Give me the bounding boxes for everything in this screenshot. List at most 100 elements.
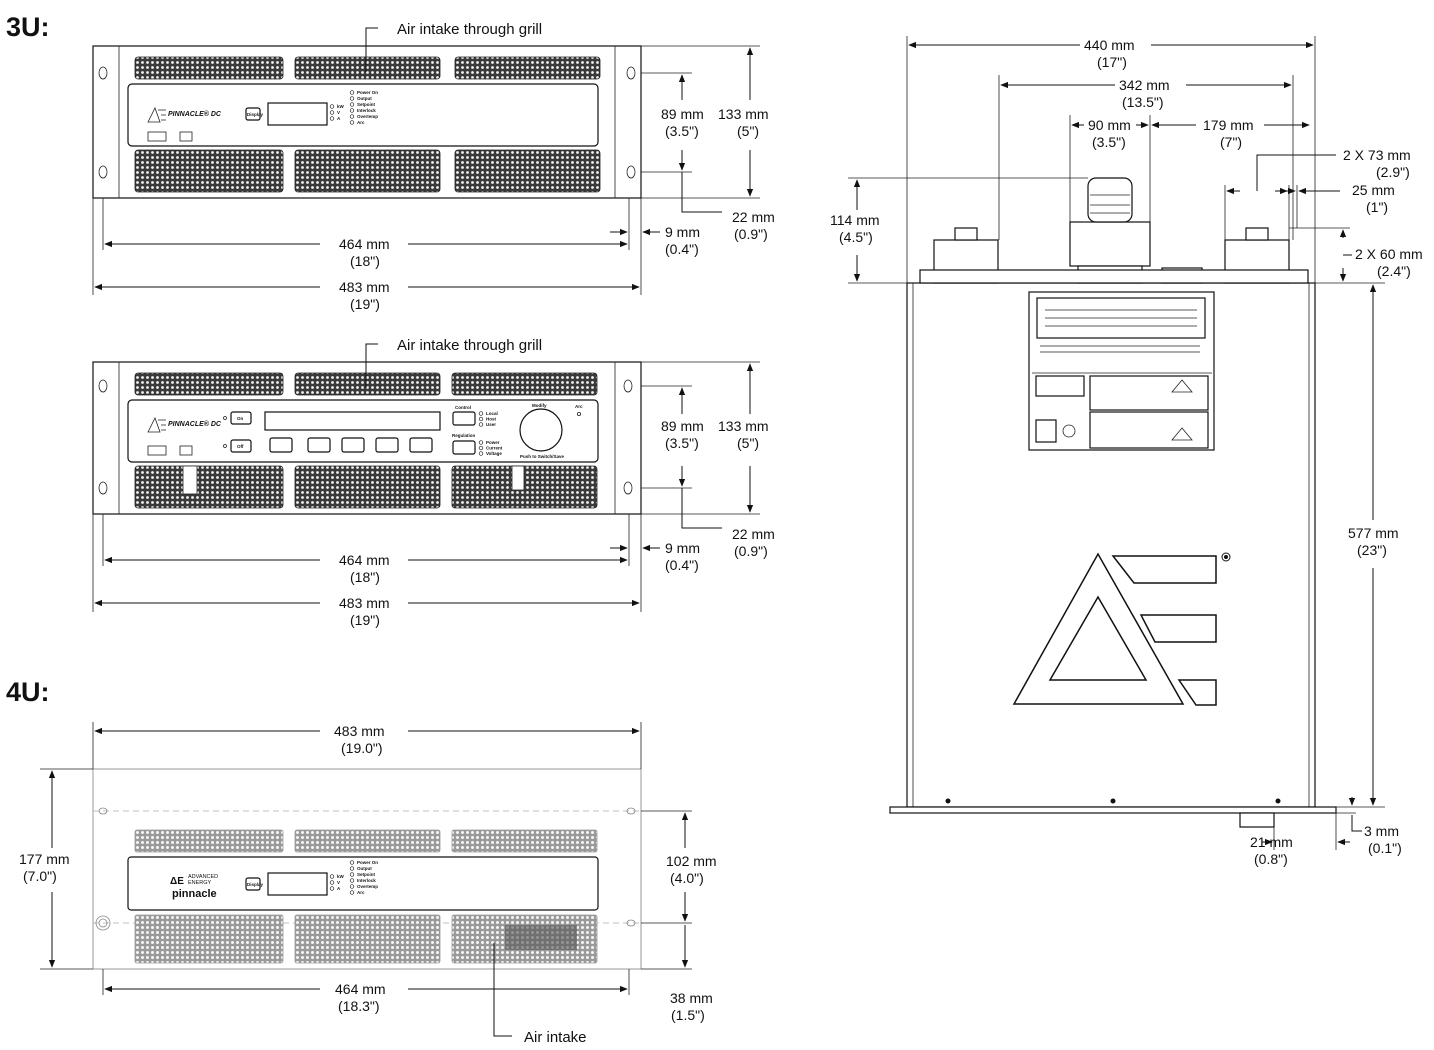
u4-led-label: Output xyxy=(357,866,372,871)
regulation-opt-led-label: Current xyxy=(486,446,503,451)
svg-text:(23"): (23") xyxy=(1357,542,1387,558)
svg-text:(1"): (1") xyxy=(1366,199,1388,215)
dims-3u-b: 89 mm (3.5") 133 mm (5") 22 mm (0.9") 9 … xyxy=(92,361,775,628)
control-opt-led-label: User xyxy=(486,422,496,427)
svg-text:89 mm: 89 mm xyxy=(661,418,704,434)
grill-4u-bot-mid xyxy=(294,914,441,964)
control-opt-led-label: Host xyxy=(486,417,497,422)
svg-text:342 mm: 342 mm xyxy=(1119,77,1170,93)
svg-text:114 mm: 114 mm xyxy=(830,212,880,228)
soft-key-3[interactable] xyxy=(341,437,365,453)
u3a-led-dot xyxy=(349,102,355,107)
svg-text:483 mm: 483 mm xyxy=(339,595,390,611)
callout-air-intake: Air intake xyxy=(524,1029,587,1045)
u3a-led-dot xyxy=(349,108,355,113)
brand-3u-b: PINNACLE® DC xyxy=(168,420,222,428)
u3a-led-label: Arc xyxy=(357,120,365,125)
u3a-unit-led-dot xyxy=(329,104,335,109)
u4-unit-led-label: kW xyxy=(337,874,345,879)
soft-key-1[interactable] xyxy=(269,437,293,453)
svg-text:(0.9"): (0.9") xyxy=(734,226,768,242)
on-button[interactable] xyxy=(230,411,252,425)
u3a-led-label: Overtemp xyxy=(357,114,378,119)
u3a-led-label: Output xyxy=(357,96,372,101)
u4-led-label: Setpoint xyxy=(357,872,375,877)
svg-text:pinnacle: pinnacle xyxy=(172,888,217,900)
ae-logo-3u-b xyxy=(147,416,166,433)
display-screen-3u-b xyxy=(264,411,441,431)
u3a-unit-led-label: A xyxy=(337,116,341,121)
grill-3u-b-bot-left xyxy=(134,465,284,509)
regulation-label: Regulation xyxy=(452,433,476,438)
svg-text:(17"): (17") xyxy=(1097,54,1127,70)
regulation-opt-led-dot xyxy=(478,445,484,451)
u4-unit-led-dot xyxy=(329,886,335,891)
regulation-opt-led-label: Power xyxy=(486,440,500,445)
soft-keys xyxy=(269,437,433,453)
callout-air-grill-mid: Air intake through grill xyxy=(397,337,542,354)
regulation-button[interactable] xyxy=(452,440,476,455)
grill-3u-a-bot-right xyxy=(454,149,601,193)
svg-text:464 mm: 464 mm xyxy=(339,236,390,252)
modify-knob[interactable] xyxy=(519,408,563,452)
grill-3u-b-bot-mid xyxy=(294,465,441,509)
svg-text:(5"): (5") xyxy=(737,435,759,451)
svg-text:177 mm: 177 mm xyxy=(19,851,70,867)
svg-text:(0.4"): (0.4") xyxy=(665,557,699,573)
display-button-3u-a[interactable] xyxy=(245,107,261,121)
svg-text:25 mm: 25 mm xyxy=(1352,182,1395,198)
u4-unit-led-dot xyxy=(329,880,335,885)
grill-4u-top-mid xyxy=(294,829,441,853)
dims-4u: 483 mm (19.0") 177 mm (7.0") 102 mm (4.0… xyxy=(19,722,717,1023)
knob-bottom-label: Push to Switch/Save xyxy=(520,454,565,459)
panel-3u-control: PINNACLE® DC On Off Control LocalHostUse… xyxy=(92,361,642,515)
dims-3u-a: 89 mm (3.5") 133 mm (5") 22 mm (0.9") 9 … xyxy=(92,45,775,312)
grill-3u-b-bot-right xyxy=(451,465,598,509)
display-button-4u[interactable] xyxy=(245,877,261,891)
svg-text:Display: Display xyxy=(247,882,264,887)
u3a-led-dot xyxy=(349,114,355,119)
svg-text:22 mm: 22 mm xyxy=(732,526,775,542)
status-leds-3u-a: Power OnOutputSetpointInterlockOvertempA… xyxy=(349,90,378,125)
u4-led-dot xyxy=(349,890,355,895)
svg-text:On: On xyxy=(237,416,244,421)
svg-text:(0.9"): (0.9") xyxy=(734,543,768,559)
control-opt-led-dot xyxy=(478,411,484,416)
svg-text:38 mm: 38 mm xyxy=(670,990,713,1006)
soft-key-5[interactable] xyxy=(409,437,433,453)
svg-text:Display: Display xyxy=(247,112,264,117)
brand-3u-a: PINNACLE® DC xyxy=(168,110,222,118)
control-button[interactable] xyxy=(452,411,476,426)
u3a-led-dot xyxy=(349,96,355,101)
grill-3u-b-top-right xyxy=(451,372,598,396)
grill-4u-top-left xyxy=(134,829,284,853)
u4-led-dot xyxy=(349,866,355,871)
off-button[interactable] xyxy=(230,439,252,453)
u3a-unit-led-dot xyxy=(329,110,335,115)
svg-text:(18"): (18") xyxy=(350,569,380,585)
u3a-led-label: Setpoint xyxy=(357,102,375,107)
ae-logo-4u: ΔE ADVANCED ENERGY pinnacle xyxy=(170,874,218,900)
svg-text:(2.4"): (2.4") xyxy=(1377,263,1411,279)
u3a-led-label: Interlock xyxy=(357,108,376,113)
regulation-opt-led-label: Voltage xyxy=(486,451,502,456)
svg-text:(7.0"): (7.0") xyxy=(23,868,57,884)
svg-text:102 mm: 102 mm xyxy=(666,853,717,869)
u3a-led-dot xyxy=(349,90,355,95)
svg-text:(0.1"): (0.1") xyxy=(1368,840,1402,856)
soft-key-2[interactable] xyxy=(307,437,331,453)
status-leds-4u: Power OnOutputSetpointInterlockOvertempA… xyxy=(349,860,378,895)
svg-text:(7"): (7") xyxy=(1220,134,1242,150)
svg-text:(3.5"): (3.5") xyxy=(1092,134,1126,150)
svg-text:483 mm: 483 mm xyxy=(334,723,385,739)
u3a-unit-led-label: V xyxy=(337,110,340,115)
soft-key-4[interactable] xyxy=(375,437,399,453)
svg-text:(0.8"): (0.8") xyxy=(1254,851,1288,867)
u4-led-label: Power On xyxy=(357,860,378,865)
